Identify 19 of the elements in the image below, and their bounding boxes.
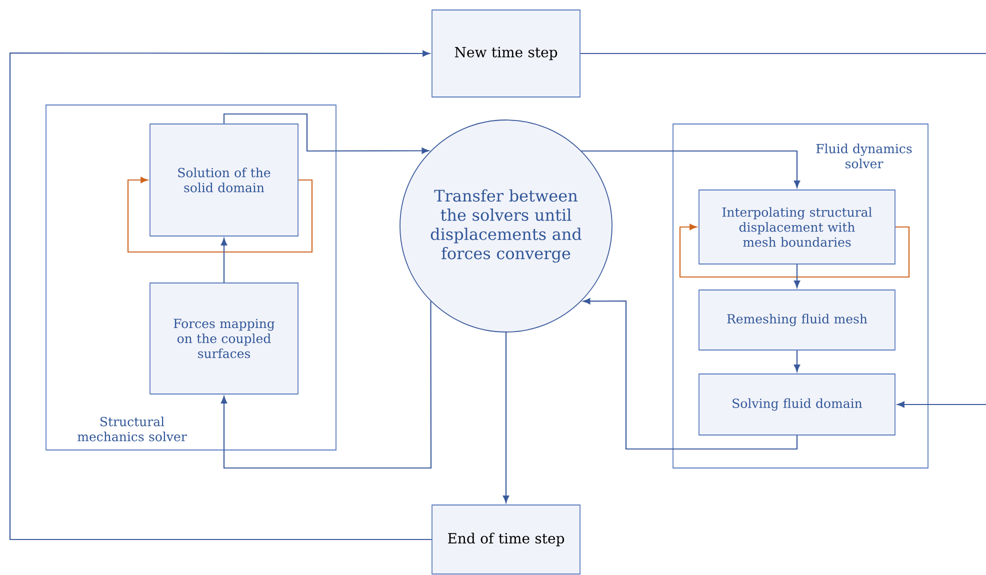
process-box: Solving fluid domain (698, 374, 896, 436)
arrow (580, 150, 800, 188)
arrow (582, 298, 798, 450)
arrow (220, 238, 228, 283)
arrow (9, 50, 432, 540)
process-box: Remeshing fluid mesh (698, 290, 896, 350)
arrow (220, 301, 432, 469)
step-box: End of time step (432, 504, 580, 574)
arrow (223, 113, 430, 154)
arrow (127, 176, 313, 253)
process-box: Solution of the solid domain (150, 124, 298, 236)
step-box: New time step (432, 10, 580, 98)
process-box: Forces mapping on the coupled surfaces (150, 282, 298, 394)
arrow (502, 332, 510, 503)
arrow (794, 264, 800, 288)
process-box: Interpolating structural displacement with mesh boundaries (698, 190, 896, 264)
arrow (679, 224, 910, 278)
arrow (897, 401, 986, 408)
arrow (794, 350, 800, 372)
